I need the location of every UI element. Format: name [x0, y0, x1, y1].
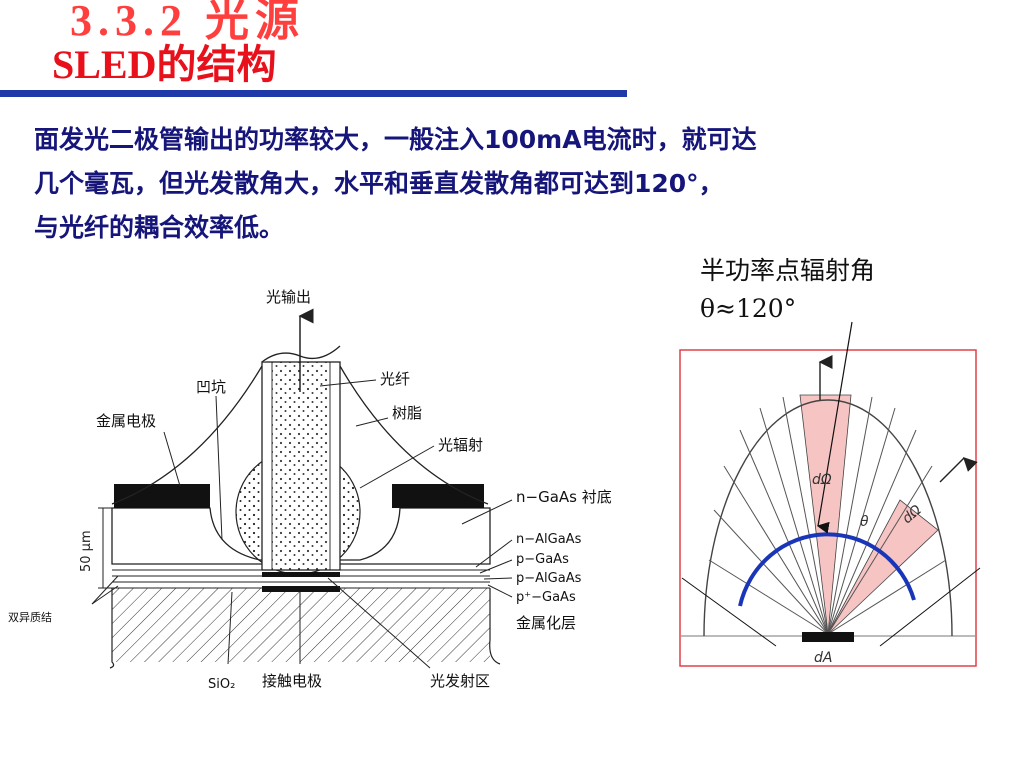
label-n-gaas-substrate: n−GaAs 衬底 [516, 488, 612, 506]
label-sio2: SiO₂ [208, 677, 235, 692]
body-line-3: 与光纤的耦合效率低。 [34, 213, 285, 242]
thickness-label: 50 μm [79, 530, 94, 572]
label-fiber: 光纤 [380, 370, 410, 388]
label-area: dA [814, 650, 832, 666]
slide-title: SLED的结构 [52, 42, 277, 87]
caption-line-1: 半功率点辐射角 [700, 256, 876, 285]
label-emission-region: 光发射区 [430, 672, 490, 690]
label-pit: 凹坑 [196, 378, 226, 396]
radiation-lobe [703, 399, 953, 637]
diagram-labels: 光输出 光纤 凹坑 金属电极 树脂 光辐射 n−GaAs 衬底 n−AlGaAs… [8, 288, 612, 692]
source-element [802, 632, 854, 642]
caption-line-2: θ≈120° [700, 294, 797, 323]
radiation-rays [708, 396, 947, 635]
half-power-angle-caption: 半功率点辐射角 θ≈120° [700, 252, 875, 328]
solid-angle-vertical [799, 394, 852, 635]
label-metallization: 金属化层 [516, 614, 576, 632]
thickness-dimension [98, 507, 112, 589]
leader-lines [91, 379, 513, 669]
body-line-1: 面发光二极管输出的功率较大，一般注入100mA电流时，就可达 [34, 125, 757, 154]
label-theta: θ [860, 514, 869, 530]
caption-pointer-line [816, 321, 853, 534]
label-n-algaas: n−AlGaAs [516, 532, 582, 547]
half-power-tangent-left [681, 577, 777, 647]
label-p-plus-gaas: p⁺−GaAs [516, 590, 576, 605]
half-power-arc [738, 532, 916, 607]
label-contact-electrode: 接触电极 [262, 672, 322, 690]
label-light-output: 光输出 [266, 288, 311, 306]
label-solid-angle-1: dΩ [812, 472, 832, 488]
solid-angle-tilted [827, 499, 939, 635]
label-p-gaas: p−GaAs [516, 552, 569, 567]
label-light-radiation: 光辐射 [438, 436, 483, 454]
contact-electrode-bar [262, 586, 340, 592]
half-power-tangent-right [879, 567, 981, 647]
title-underline-bar [0, 90, 627, 97]
emission-region-bar [262, 572, 340, 577]
body-paragraph: 面发光二极管输出的功率较大，一般注入100mA电流时，就可达 几个毫瓦，但光发散… [34, 118, 994, 250]
label-double-hetero: 双异质结 [8, 611, 52, 624]
resin-outline [111, 365, 489, 505]
optical-fiber [261, 345, 341, 571]
bottom-hatched-layer [109, 588, 501, 669]
label-resin: 树脂 [392, 404, 422, 422]
label-metal-electrode: 金属电极 [96, 412, 156, 430]
tilted-direction-arrow [939, 457, 978, 483]
body-line-2: 几个毫瓦，但光发散角大，水平和垂直发散角都可达到120°， [34, 169, 724, 198]
ghost-section-title: 3.3.2 光源 [70, 0, 305, 45]
label-p-algaas: p−AlGaAs [516, 571, 582, 586]
